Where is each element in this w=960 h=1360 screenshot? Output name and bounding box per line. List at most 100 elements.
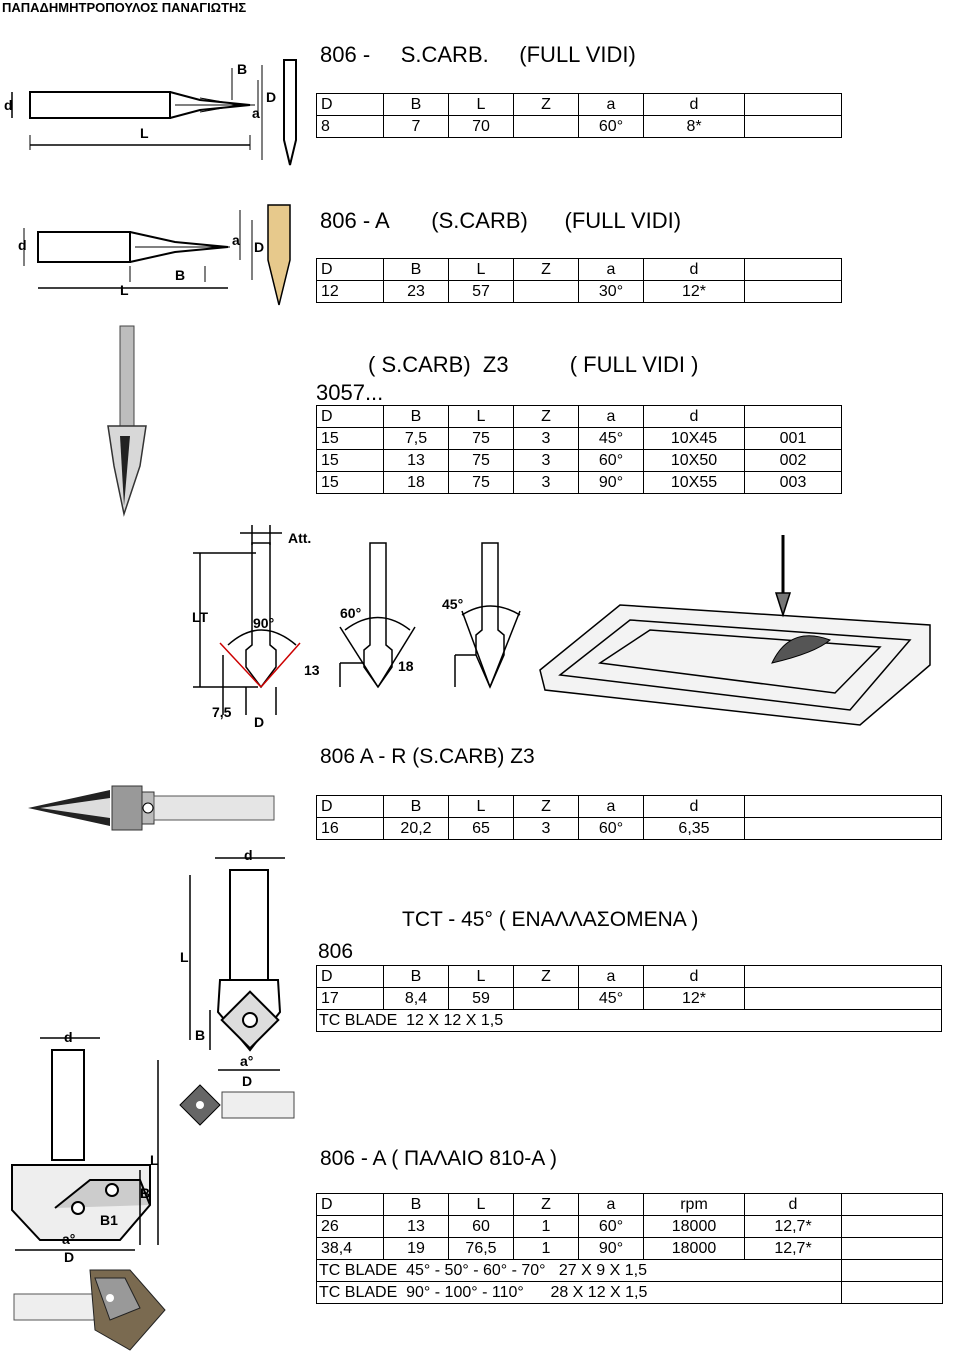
- cell: 70: [448, 115, 514, 138]
- cell: 18: [383, 471, 449, 494]
- label-60: 60°: [340, 605, 361, 621]
- cell: [841, 1281, 943, 1304]
- cell: 75: [448, 427, 514, 450]
- cell: 45°: [578, 987, 644, 1010]
- cell: 8: [316, 115, 384, 138]
- cell: 12: [316, 280, 384, 303]
- s4-router-bit-photo: [28, 785, 275, 831]
- th-L: L: [448, 1193, 514, 1216]
- cell: 6,35: [643, 817, 745, 840]
- s5-title: TCT - 45° ( ΕΝΑΛΛΑΣΟΜΕΝΑ ): [402, 908, 699, 931]
- label-att: Att.: [288, 530, 311, 546]
- cell: 60°: [578, 449, 644, 472]
- cell: 15: [316, 449, 384, 472]
- dim-a: a: [252, 105, 260, 121]
- th-d: d: [643, 795, 745, 818]
- cell: 1: [513, 1215, 579, 1238]
- th-a: a: [578, 405, 644, 428]
- dim-L: L: [150, 1152, 159, 1168]
- cell: 002: [744, 449, 842, 472]
- carving-ornament: [771, 635, 831, 664]
- cell: 7: [383, 115, 449, 138]
- dim-a: a°: [62, 1231, 75, 1247]
- blade-spec-1: TC BLADE 45° - 50° - 60° - 70° 27 X 9 X …: [316, 1259, 842, 1282]
- th-L: L: [448, 93, 514, 116]
- th-a: a: [578, 795, 644, 818]
- cell: 26: [316, 1215, 384, 1238]
- cell: 60°: [578, 1215, 644, 1238]
- th-D: D: [316, 405, 384, 428]
- cell: [513, 280, 579, 303]
- s6-table: D B L Z a rpm d 26 13 60 1 60° 18000 12,…: [316, 1193, 943, 1304]
- cell: 12,7*: [744, 1215, 842, 1238]
- th-B: B: [383, 93, 449, 116]
- th-empty: [841, 1193, 943, 1216]
- table-row: 17 8,4 59 45° 12*: [316, 987, 942, 1010]
- table-row: 38,4 19 76,5 1 90° 18000 12,7*: [316, 1237, 943, 1260]
- th-d: d: [744, 1193, 842, 1216]
- s3-table: D B L Z a d 15 7,5 75 3 45° 10X45 001 15…: [316, 405, 842, 494]
- cell: 19: [383, 1237, 449, 1260]
- dim-d: d: [18, 237, 27, 253]
- cell: 20,2: [383, 817, 449, 840]
- dim-D: D: [254, 239, 264, 255]
- th-extra: [744, 405, 842, 428]
- label-13: 13: [304, 662, 320, 678]
- cell: [841, 1215, 943, 1238]
- th-a: a: [578, 93, 644, 116]
- cell: [841, 1259, 943, 1282]
- dim-d: d: [64, 1029, 73, 1045]
- company-name: ΠΑΠΑΔΗΜΗΤΡΟΠΟΥΛΟΣ ΠΑΝΑΓΙΩΤΗΣ: [2, 0, 247, 15]
- cell: 16: [316, 817, 384, 840]
- table-row: TC BLADE 90° - 100° - 110° 28 X 12 X 1,5: [316, 1281, 943, 1304]
- th-d: d: [643, 258, 745, 281]
- th-L: L: [448, 795, 514, 818]
- cell: 10X45: [643, 427, 745, 450]
- dim-D: D: [242, 1073, 252, 1089]
- s4-title: 806 A - R (S.CARB) Z3: [320, 745, 535, 768]
- fig3-drawings: Att. LT 90° 60° 45° 13 18 7,5 D: [192, 525, 931, 730]
- th-extra: [744, 965, 942, 988]
- cell: 75: [448, 449, 514, 472]
- th-Z: Z: [513, 965, 579, 988]
- cell: 8*: [643, 115, 745, 138]
- label-D: D: [254, 714, 264, 730]
- s3-drill-photo: [107, 325, 147, 517]
- s5-cutter-drawing: d L B a° D: [179, 847, 295, 1126]
- th-B: B: [383, 258, 449, 281]
- th-rpm: rpm: [643, 1193, 745, 1216]
- cell: [744, 987, 942, 1010]
- table-header-row: D B L Z a d: [316, 965, 942, 988]
- cell: 8,4: [383, 987, 449, 1010]
- dim-B1: B1: [100, 1212, 118, 1228]
- s5-code: 806: [318, 940, 354, 963]
- table-row: TC BLADE 45° - 50° - 60° - 70° 27 X 9 X …: [316, 1259, 943, 1282]
- cell: 13: [383, 1215, 449, 1238]
- table-header-row: D B L Z a d: [316, 93, 842, 116]
- cell: 15: [316, 427, 384, 450]
- s6-cutter-photo: [13, 1269, 166, 1351]
- th-d: d: [643, 405, 745, 428]
- s6-title: 806 - A ( ΠΑΛΑΙΟ 810-A ): [320, 1147, 557, 1170]
- th-Z: Z: [513, 258, 579, 281]
- cell: 90°: [578, 1237, 644, 1260]
- cell: 90°: [578, 471, 644, 494]
- dim-L: L: [180, 949, 189, 965]
- label-18: 18: [398, 658, 414, 674]
- s2-drill-drawing: d L B D a: [18, 204, 291, 306]
- table-header-row: D B L Z a d: [316, 258, 842, 281]
- cell: 18000: [643, 1237, 745, 1260]
- dim-B: B: [195, 1027, 205, 1043]
- th-B: B: [383, 795, 449, 818]
- s2-table: D B L Z a d 12 23 57 30° 12*: [316, 258, 842, 303]
- th-D: D: [316, 1193, 384, 1216]
- cell: 12*: [643, 280, 745, 303]
- cell: 17: [316, 987, 384, 1010]
- s2-title: 806 - A (S.CARB) (FULL VIDI): [320, 208, 682, 233]
- cell: 7,5: [383, 427, 449, 450]
- th-Z: Z: [513, 1193, 579, 1216]
- s3-title: ( S.CARB) Z3 ( FULL VIDI ): [368, 352, 699, 377]
- table-row: TC BLADE 12 X 12 X 1,5: [316, 1009, 942, 1032]
- cell: 10X55: [643, 471, 745, 494]
- dim-L: L: [120, 282, 129, 298]
